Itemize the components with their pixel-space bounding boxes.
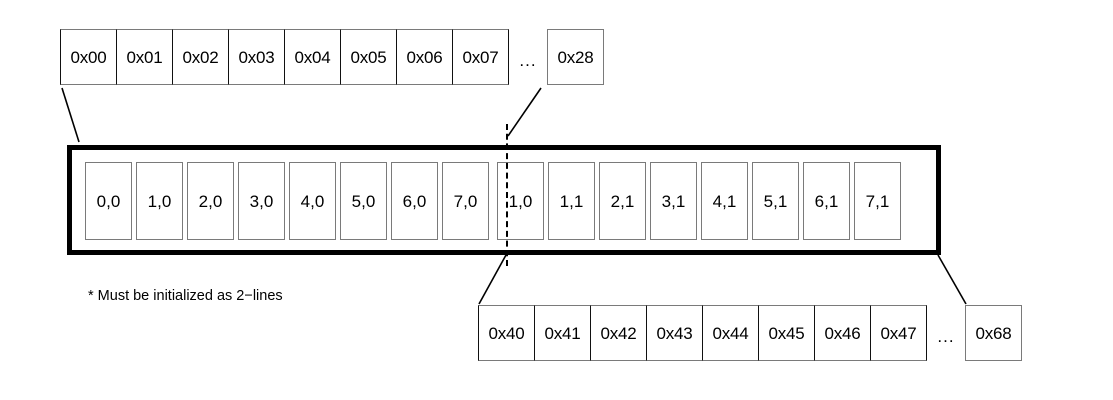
address-cell: 0x41 bbox=[534, 305, 591, 361]
word-cell: 1,1 bbox=[548, 162, 595, 240]
address-cell: 0x07 bbox=[452, 29, 509, 85]
address-cell: 0x03 bbox=[228, 29, 285, 85]
word-cell: 1,0 bbox=[497, 162, 544, 240]
address-cell: 0x42 bbox=[590, 305, 647, 361]
word-cell: 6,0 bbox=[391, 162, 438, 240]
connector-top-right bbox=[507, 87, 542, 137]
word-cell: 5,0 bbox=[340, 162, 387, 240]
word-cell: 2,1 bbox=[599, 162, 646, 240]
word-cell: 0,0 bbox=[85, 162, 132, 240]
address-cell: 0x04 bbox=[284, 29, 341, 85]
address-ellipsis: ... bbox=[937, 327, 955, 346]
address-cell: 0x46 bbox=[814, 305, 871, 361]
address-cell: 0x47 bbox=[870, 305, 927, 361]
word-cell: 4,0 bbox=[289, 162, 336, 240]
address-ellipsis: ... bbox=[519, 51, 537, 70]
line-buffer: 0,0 1,0 2,0 3,0 4,0 5,0 6,0 7,0 1,0 1,1 … bbox=[67, 145, 941, 255]
word-cell: 7,1 bbox=[854, 162, 901, 240]
word-cell: 5,1 bbox=[752, 162, 799, 240]
word-cell: 3,0 bbox=[238, 162, 285, 240]
word-cell: 3,1 bbox=[650, 162, 697, 240]
address-cell: 0x02 bbox=[172, 29, 229, 85]
connector-bottom-left bbox=[478, 254, 507, 305]
address-cell-last: 0x68 bbox=[965, 305, 1022, 361]
address-cell: 0x01 bbox=[116, 29, 173, 85]
top-address-row: 0x00 0x01 0x02 0x03 0x04 0x05 0x06 0x07 … bbox=[60, 29, 604, 85]
address-cell: 0x44 bbox=[702, 305, 759, 361]
address-cell: 0x05 bbox=[340, 29, 397, 85]
address-cell: 0x40 bbox=[478, 305, 535, 361]
address-cell: 0x00 bbox=[60, 29, 117, 85]
connector-bottom-right bbox=[937, 254, 967, 305]
word-cell: 7,0 bbox=[442, 162, 489, 240]
footnote-text: * Must be initialized as 2−lines bbox=[88, 288, 283, 304]
address-cell: 0x45 bbox=[758, 305, 815, 361]
bottom-address-row: 0x40 0x41 0x42 0x43 0x44 0x45 0x46 0x47 … bbox=[478, 305, 1022, 361]
word-cell: 6,1 bbox=[803, 162, 850, 240]
line-split-dashed-marker bbox=[506, 124, 508, 266]
address-cell: 0x06 bbox=[396, 29, 453, 85]
word-cell: 2,0 bbox=[187, 162, 234, 240]
connector-top-left bbox=[61, 87, 80, 143]
word-cell: 4,1 bbox=[701, 162, 748, 240]
address-cell: 0x43 bbox=[646, 305, 703, 361]
line-buffer-cells: 0,0 1,0 2,0 3,0 4,0 5,0 6,0 7,0 1,0 1,1 … bbox=[85, 162, 905, 240]
word-cell: 1,0 bbox=[136, 162, 183, 240]
address-cell-last: 0x28 bbox=[547, 29, 604, 85]
